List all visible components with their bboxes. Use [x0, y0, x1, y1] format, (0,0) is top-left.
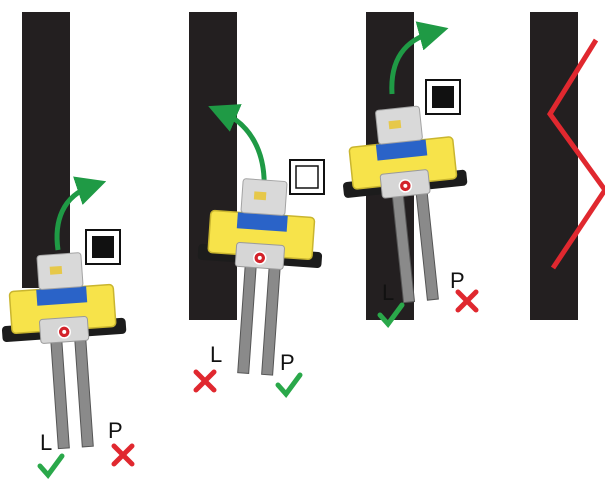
check-icon: [40, 456, 62, 475]
track-4: [530, 12, 578, 320]
track-2: [189, 12, 237, 320]
right-sensor-label: P: [450, 268, 465, 293]
track-1: [22, 12, 70, 288]
right-sensor-label: P: [108, 418, 123, 443]
check-icon: [278, 375, 300, 394]
left-sensor-label: L: [210, 342, 222, 367]
left-sensor-label: L: [382, 280, 394, 305]
left-sensor-label: L: [40, 430, 52, 455]
cross-icon: [114, 446, 132, 464]
sensor-indicator: [86, 230, 120, 264]
cross-icon: [458, 292, 476, 310]
sensor-indicator: [426, 80, 460, 114]
right-sensor-label: P: [280, 350, 295, 375]
cross-icon: [196, 372, 214, 390]
sensor-indicator: [290, 160, 324, 194]
